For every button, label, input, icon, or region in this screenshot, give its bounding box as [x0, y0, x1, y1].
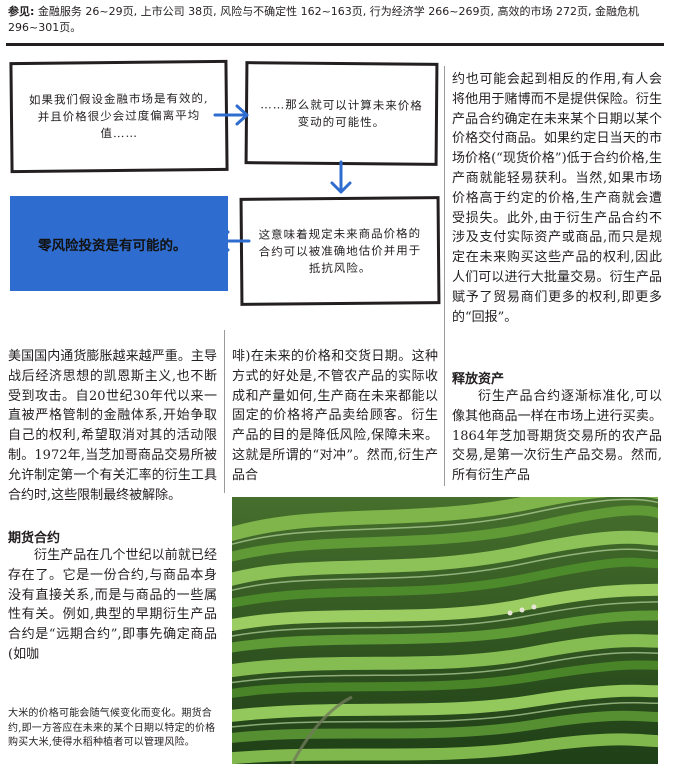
flow-box-2: ……那么就可以计算未来价格变动的可能性。 — [244, 61, 439, 166]
middle-column: 啡)在未来的价格和交货日期。这种方式的好处是,不管农产品的实际收成和产量如何,生… — [232, 347, 438, 486]
heading-futures: 期货合约 — [8, 531, 61, 546]
column-divider-2 — [444, 66, 445, 486]
see-also-note: 参见: 金融服务 26~29页, 上市公司 38页, 风险与不确定性 162~1… — [8, 4, 668, 36]
photo-caption: 大米的价格可能会随气候变化而变化。期货合约,即一方答应在未来的某个日期以特定的价… — [8, 708, 216, 748]
see-also-text: 金融服务 26~29页, 上市公司 38页, 风险与不确定性 162~163页,… — [8, 5, 639, 34]
flow-box-conclusion-text: 零风险投资是有可能的。 — [38, 237, 187, 254]
flow-box-3-text: 这意味着规定未来商品价格的合约可以被准确地估价并用于抵抗风险。 — [258, 225, 422, 275]
flow-box-1-text: 如果我们假设金融市场是有效的,并且价格很少会过度偏离平均值…… — [28, 91, 209, 141]
flow-box-2-text: ……那么就可以计算未来价格变动的可能性。 — [260, 96, 423, 129]
right-column-2: 衍生产品合约逐渐标准化,可以像其他商品一样在市场上进行买卖。1864年芝加哥期货… — [452, 387, 662, 486]
arrow-right-icon — [213, 104, 249, 126]
rice-terrace-illustration — [232, 497, 658, 764]
middle-para: 啡)在未来的价格和交货日期。这种方式的好处是,不管农产品的实际收成和产量如何,生… — [232, 349, 438, 483]
left-column-2: 衍生产品在几个世纪以前就已经存在了。它是一份合约,与商品本身没有直接关系,而是与… — [8, 546, 217, 665]
column-divider-1 — [224, 330, 225, 493]
top-rule — [6, 43, 664, 46]
right-para-1: 约也可能会起到相反的作用,有人会将他用于赌博而不是提供保险。衍生产品合约确定在未… — [452, 72, 662, 325]
arrow-left-icon — [216, 230, 251, 252]
flow-box-conclusion: 零风险投资是有可能的。 — [10, 196, 228, 291]
heading-release-assets: 释放资产 — [452, 372, 505, 387]
see-also-label: 参见: — [8, 5, 35, 18]
arrow-down-icon — [330, 160, 352, 194]
left-column: 美国国内通货膨胀越来越严重。主导战后经济思想的凯恩斯主义,也不断受到攻击。自20… — [8, 347, 217, 505]
flow-box-1: 如果我们假设金融市场是有效的,并且价格很少会过度偏离平均值…… — [9, 59, 229, 174]
flow-box-3: 这意味着规定未来商品价格的合约可以被准确地估价并用于抵抗风险。 — [239, 196, 441, 306]
rice-terrace-photo — [232, 497, 658, 764]
left-para-1: 美国国内通货膨胀越来越严重。主导战后经济思想的凯恩斯主义,也不断受到攻击。自20… — [8, 349, 217, 503]
right-para-2: 衍生产品合约逐渐标准化,可以像其他商品一样在市场上进行买卖。1864年芝加哥期货… — [452, 389, 662, 484]
left-para-2: 衍生产品在几个世纪以前就已经存在了。它是一份合约,与商品本身没有直接关系,而是与… — [8, 548, 217, 662]
right-column: 约也可能会起到相反的作用,有人会将他用于赌博而不是提供保险。衍生产品合约确定在未… — [452, 70, 662, 327]
